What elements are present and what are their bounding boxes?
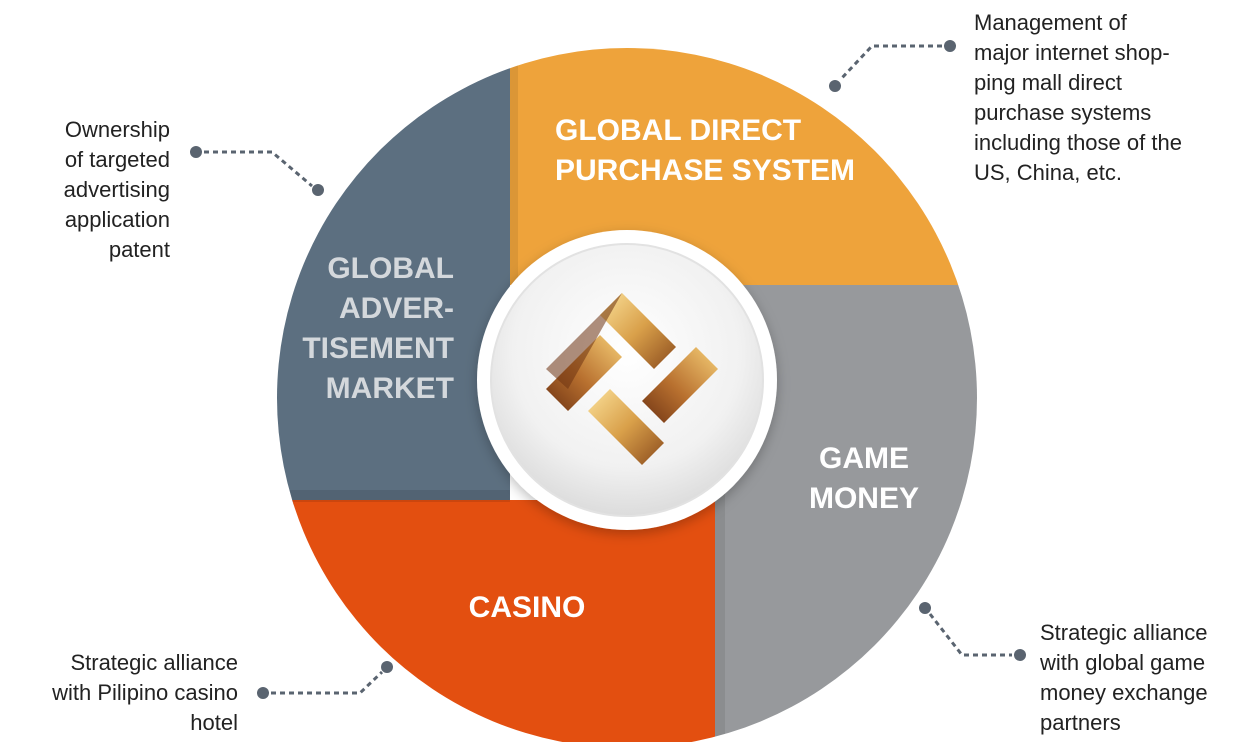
text-line: Strategic alliance	[1040, 620, 1208, 645]
text-line: of targeted	[65, 147, 170, 172]
text-line: hotel	[190, 710, 238, 735]
text-line: GLOBAL	[327, 252, 454, 285]
annotation-casino: Strategic alliance with Pilipino casino ho…	[51, 650, 238, 735]
center-hub-inner	[490, 243, 764, 517]
text-line: PURCHASE SYSTEM	[555, 154, 855, 187]
text-line: partners	[1040, 710, 1121, 735]
text-line: with Pilipino casino	[51, 680, 238, 705]
gold-interlocking-square-logo-icon	[546, 293, 718, 465]
text-line: advertising	[64, 177, 170, 202]
text-line: US, China, etc.	[974, 160, 1122, 185]
text-line: GAME	[819, 442, 909, 475]
connector-casino	[257, 661, 393, 699]
text-line: ping mall direct	[974, 70, 1122, 95]
text-line: Strategic alliance	[70, 650, 238, 675]
text-line: MARKET	[326, 372, 454, 405]
text-line: major internet shop-	[974, 40, 1170, 65]
text-line: CASINO	[469, 591, 586, 624]
connector-advertisement	[190, 146, 324, 196]
text-line: MONEY	[809, 482, 919, 515]
text-line: application	[65, 207, 170, 232]
text-line: money exchange	[1040, 680, 1208, 705]
label-global-direct-purchase-system: GLOBAL DIRECT PURCHASE SYSTEM	[555, 114, 855, 187]
text-line: including those of the	[974, 130, 1182, 155]
annotation-game-money: Strategic alliance with global game money …	[1039, 620, 1208, 735]
label-casino: CASINO	[469, 591, 586, 624]
annotation-advertisement: Ownership of targeted advertising applicati…	[64, 117, 170, 262]
text-line: Management of	[974, 10, 1128, 35]
label-game-money: GAME MONEY	[809, 442, 919, 515]
connector-direct-purchase	[829, 40, 956, 92]
text-line: with global game	[1039, 650, 1205, 675]
text-line: patent	[109, 237, 170, 262]
text-line: Ownership	[65, 117, 170, 142]
label-global-advertisement-market: GLOBAL ADVER- TISEMENT MARKET	[302, 252, 454, 405]
text-line: purchase systems	[974, 100, 1151, 125]
connector-game-money	[919, 602, 1026, 661]
text-line: ADVER-	[339, 292, 454, 325]
text-line: TISEMENT	[302, 332, 454, 365]
annotation-direct-purchase: Management of major internet shop-ping ma…	[974, 10, 1182, 185]
text-line: GLOBAL DIRECT	[555, 114, 801, 147]
